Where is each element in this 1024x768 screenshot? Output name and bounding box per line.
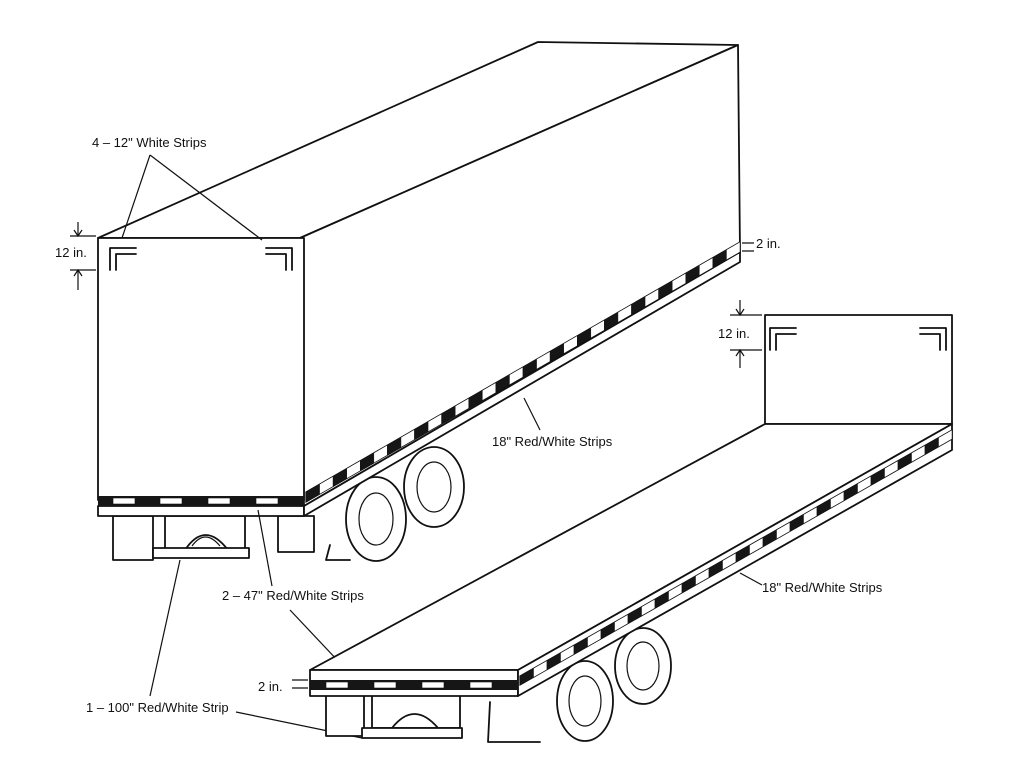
van-2in-label: 2 in. [756,236,781,251]
van-undercarriage [112,515,315,561]
flatbed-side-strips-label: 18" Red/White Strips [762,580,883,595]
van-corner-strip-left [109,247,137,271]
white-strips-label: 4 – 12" White Strips [92,135,207,150]
van-12in-dimension [70,222,96,290]
van-12in-label: 12 in. [55,245,87,260]
flatbed-wheels [487,627,672,743]
van-corner-strip-right [265,247,293,271]
flatbed-12in-label: 12 in. [718,326,750,341]
flatbed-rear-band [310,680,518,690]
bumper-strip-label: 1 – 100" Red/White Strip [86,700,229,715]
flatbed-12in-dimension [730,300,762,368]
van-side-strip-light-segment [726,241,741,261]
van-rear-band [98,496,304,506]
van-rear-door [97,237,305,501]
flatbed-side-strip-band [519,428,953,687]
flatbed-undercarriage [325,693,463,739]
flatbed-trailer: 12 in. 18" Red/White Strips 2 in. [258,300,953,743]
flatbed-headboard [764,314,953,425]
van-side-strips-label: 18" Red/White Strips [492,434,613,449]
flatbed-2in-label: 2 in. [258,679,283,694]
van-wheels [325,446,465,562]
rear-strips-label: 2 – 47" Red/White Strips [222,588,364,603]
flatbed-side-strip-light-segment [938,429,953,448]
van-rear-sill [97,505,305,517]
van-trailer: 12 in. 2 in. 4 – 12" White Strips 18" Re… [55,41,781,739]
van-side-strip-band [305,240,741,504]
